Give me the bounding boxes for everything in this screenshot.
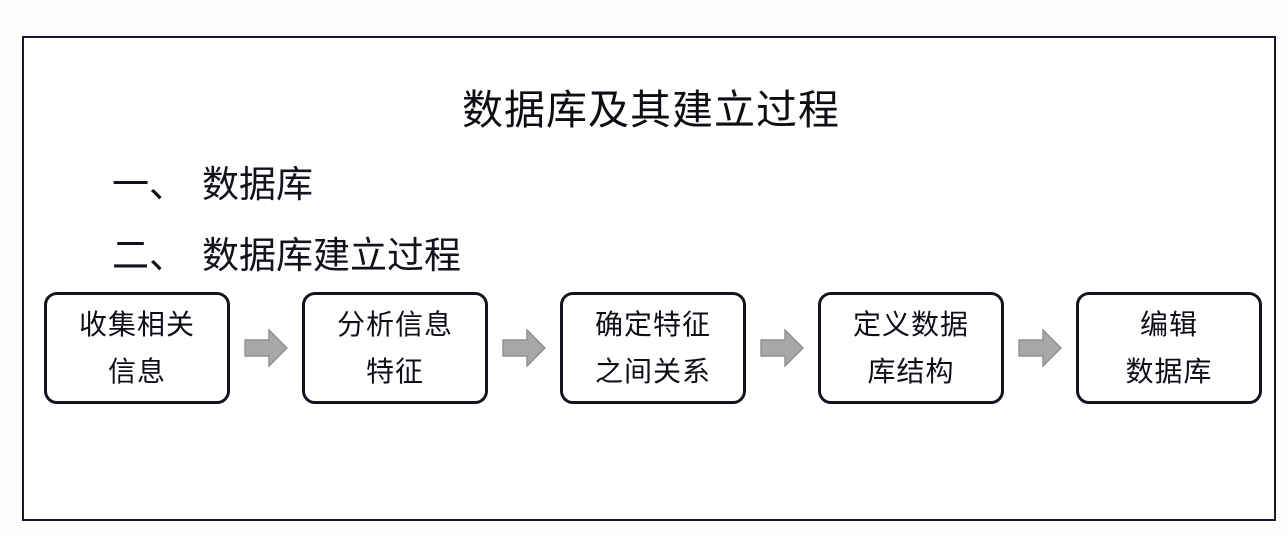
outline-item-1-number: 一、 [112,164,186,205]
flow-step-2: 分析信息 特征 [302,292,488,404]
outline-item-1-label: 数据库 [202,164,313,205]
flow-step-4: 定义数据 库结构 [818,292,1004,404]
flow-step-5-line-2: 数据库 [1125,355,1213,387]
outline-item-1: 一、数据库 [112,166,1112,203]
outline-item-2-label: 数据库建立过程 [202,235,461,276]
right-block-arrow-icon [230,326,302,370]
flow-step-2-line-1: 分析信息 [336,308,453,340]
process-flow-diagram: 收集相关 信息 分析信息 特征 确定特征 之间关系 [44,292,1278,404]
right-block-arrow-icon [746,326,818,370]
slide-frame: 数据库及其建立过程 一、数据库 二、数据库建立过程 收集相关 信息 分析信息 特 [22,36,1276,521]
outline-item-2: 二、数据库建立过程 [112,237,1112,274]
flow-step-5-line-1: 编辑 [1139,308,1198,340]
flow-step-1-line-1: 收集相关 [78,308,195,340]
flow-step-2-line-2: 特征 [365,355,424,387]
outline-list: 一、数据库 二、数据库建立过程 [112,166,1112,308]
flow-step-3: 确定特征 之间关系 [560,292,746,404]
flow-step-3-line-2: 之间关系 [594,355,711,387]
page-title: 数据库及其建立过程 [462,87,840,133]
flow-step-4-line-1: 定义数据 [852,308,969,340]
right-block-arrow-icon [488,326,560,370]
right-block-arrow-icon [1004,326,1076,370]
flow-step-5: 编辑 数据库 [1076,292,1262,404]
flow-step-1: 收集相关 信息 [44,292,230,404]
flow-step-4-line-2: 库结构 [867,355,955,387]
flow-step-3-line-1: 确定特征 [594,308,711,340]
outline-item-2-number: 二、 [112,235,186,276]
flow-step-1-line-2: 信息 [107,355,166,387]
